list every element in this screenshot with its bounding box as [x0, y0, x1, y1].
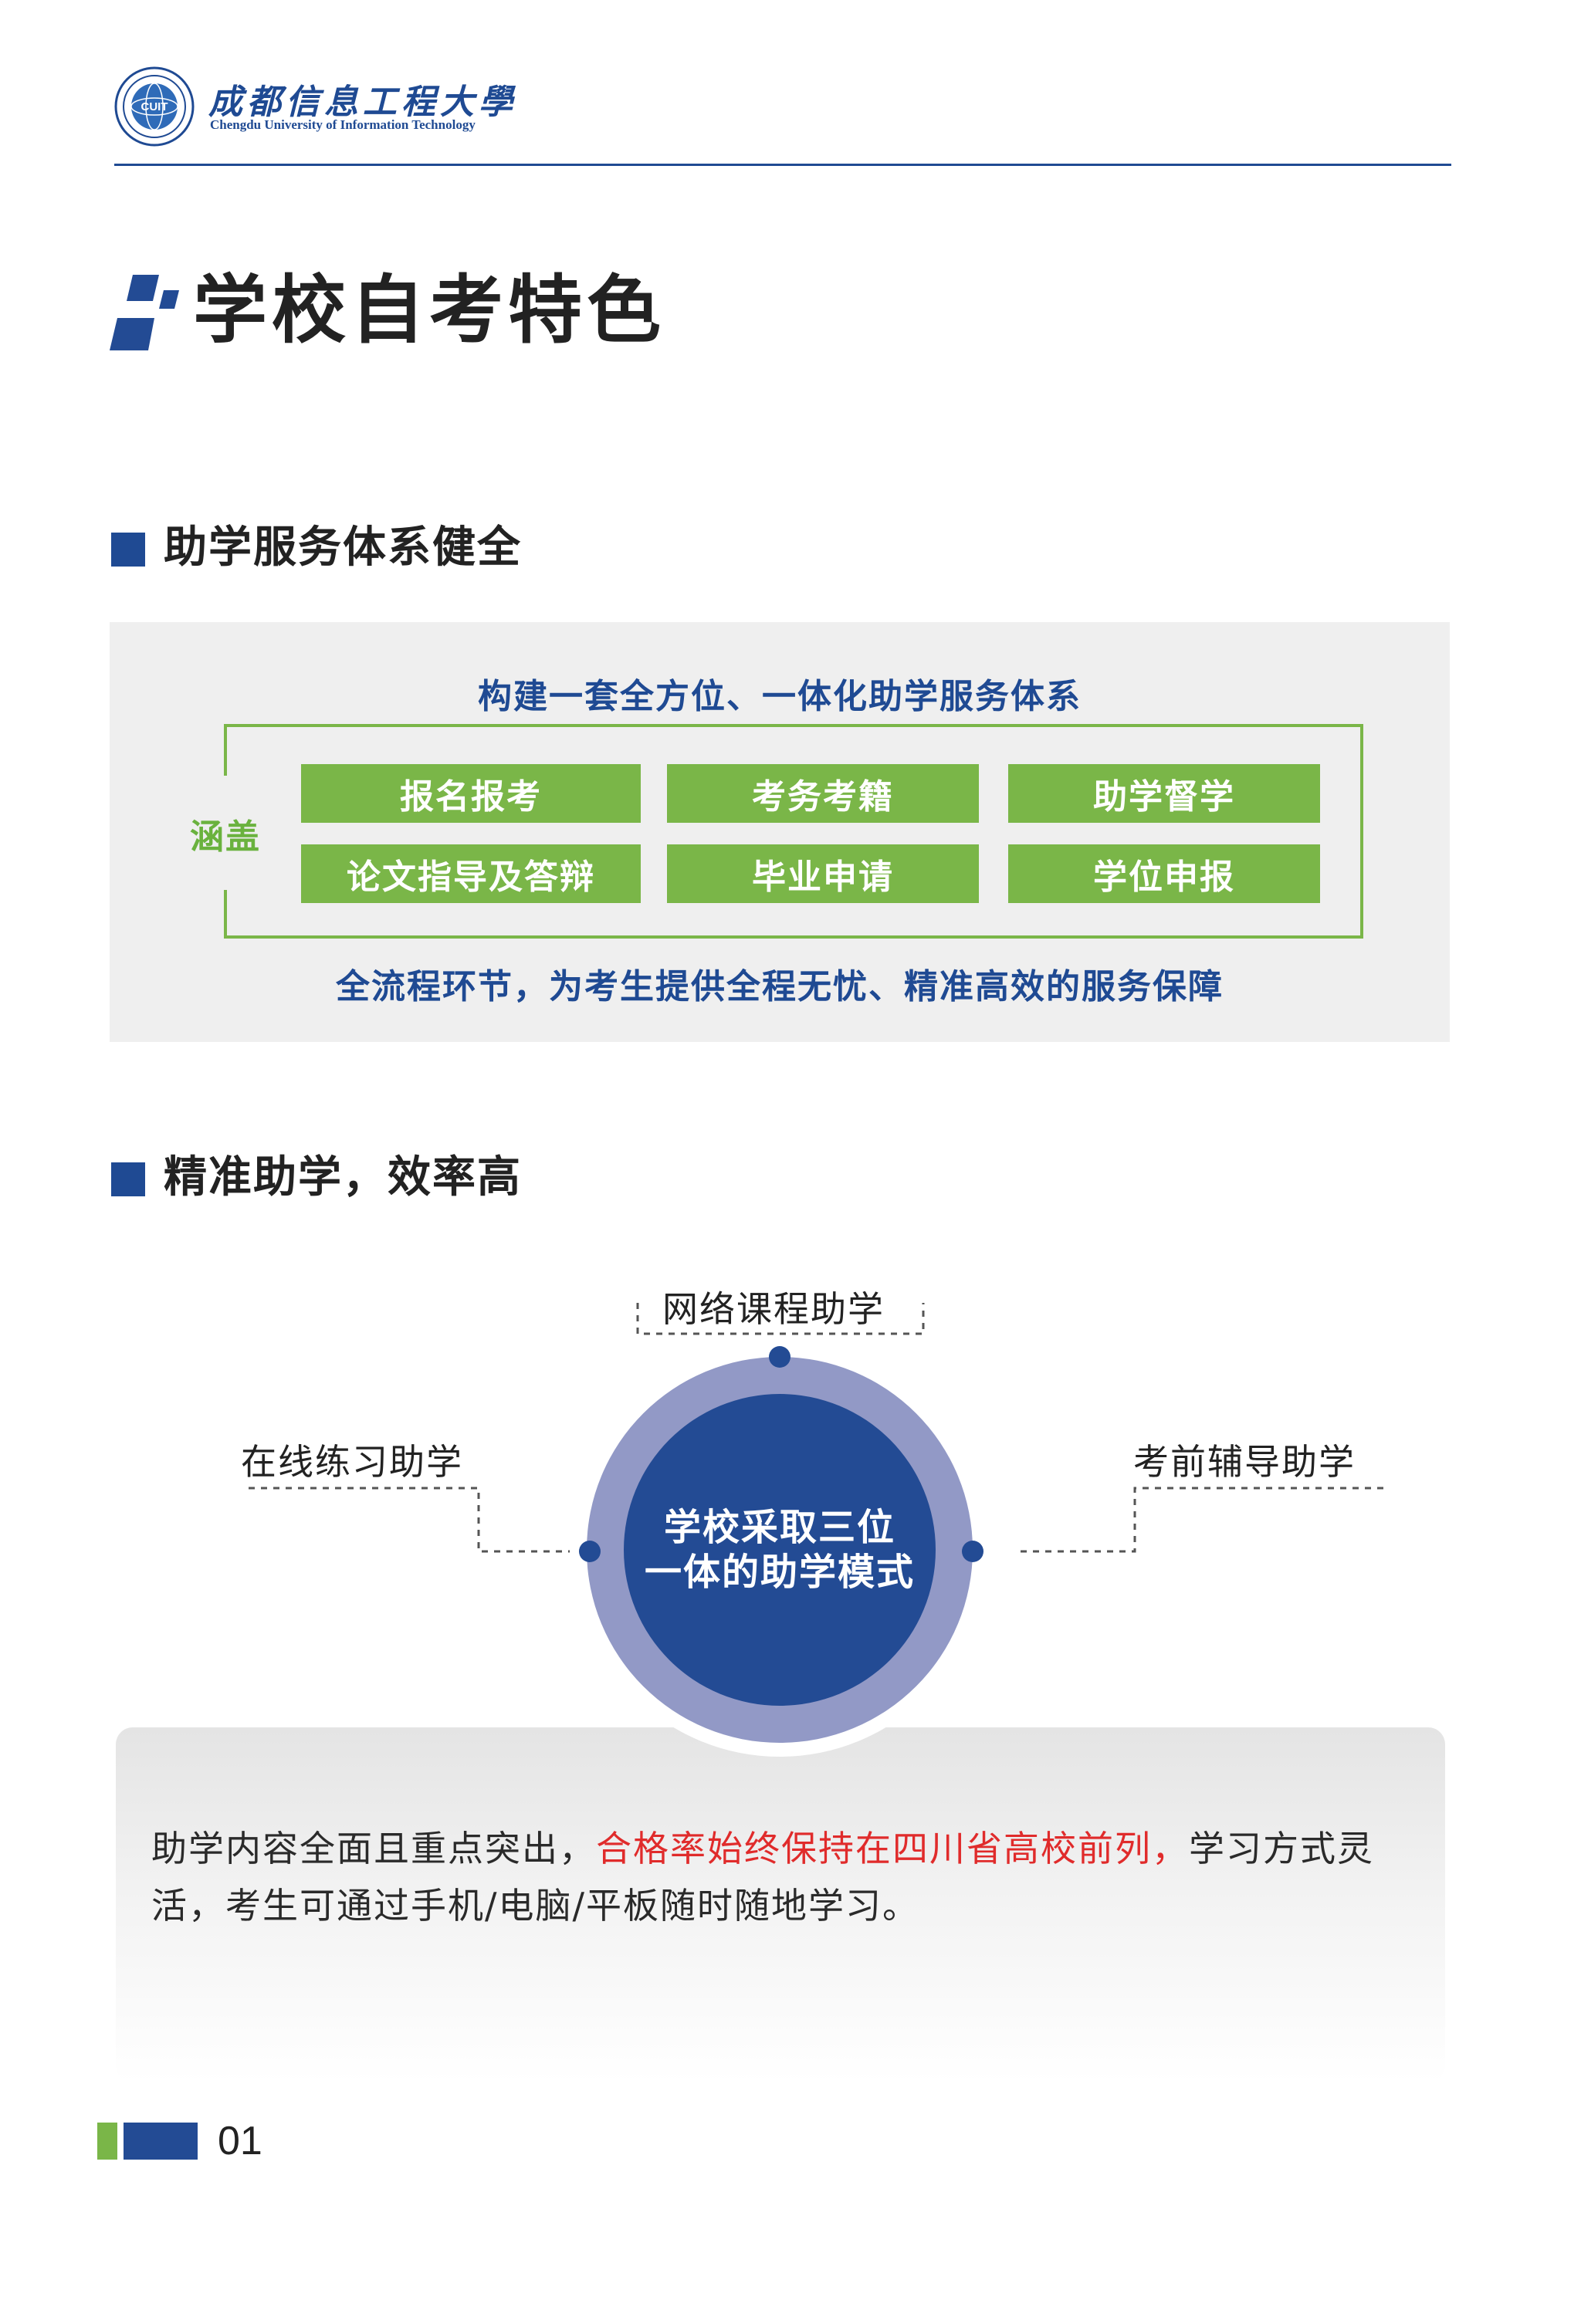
page-title: 学校自考特色 — [193, 267, 665, 354]
service-item: 考务考籍 — [667, 764, 979, 823]
frame-gap — [185, 776, 270, 890]
node-pre-exam-tutoring: 考前辅导助学 — [1133, 1441, 1356, 1483]
title-decoration-icon — [110, 275, 179, 350]
university-name-en: Chengdu University of Information Techno… — [210, 117, 476, 132]
section-heading-service: 助学服务体系健全 — [164, 523, 522, 573]
center-text: 学校采取三位 一体的助学模式 — [624, 1505, 936, 1595]
footer-green-bar — [97, 2123, 117, 2160]
panel-heading: 构建一套全方位、一体化助学服务体系 — [478, 677, 1082, 716]
header-divider — [114, 164, 1451, 166]
coverage-label: 涵盖 — [190, 817, 261, 857]
page-number: 01 — [218, 2119, 262, 2163]
seal-text: CUIT — [141, 100, 168, 113]
ring-dot-top — [769, 1346, 790, 1368]
university-seal-logo: CUIT — [114, 66, 195, 147]
ring-dot-left — [579, 1541, 601, 1562]
description-card — [116, 1727, 1445, 2082]
section-heading-precision: 精准助学，效率高 — [164, 1152, 522, 1203]
service-item: 学位申报 — [1008, 844, 1320, 903]
description-part1: 助学内容全面且重点突出， — [151, 1828, 596, 1869]
footer-blue-bar — [124, 2123, 198, 2160]
service-item: 助学督学 — [1008, 764, 1320, 823]
ring-dot-right — [962, 1541, 983, 1562]
university-name-cn: 成都信息工程大學 — [208, 83, 517, 122]
center-text-line1: 学校采取三位 — [663, 1506, 895, 1549]
service-item: 论文指导及答辩 — [301, 844, 641, 903]
section-marker — [111, 533, 145, 567]
service-item: 毕业申请 — [667, 844, 979, 903]
service-panel — [110, 622, 1450, 1042]
section-marker — [111, 1162, 145, 1196]
node-online-practice: 在线练习助学 — [241, 1441, 463, 1483]
inner-circle — [624, 1394, 936, 1706]
description-part2: 学习方式灵活，考生可通过手机/电脑/平板随时随地学习。 — [151, 1828, 1374, 1927]
service-item: 报名报考 — [301, 764, 641, 823]
panel-footer-text: 全流程环节，为考生提供全程无忧、精准高效的服务保障 — [336, 967, 1224, 1006]
description-text: 助学内容全面且重点突出，合格率始终保持在四川省高校前列，学习方式灵活，考生可通过… — [151, 1820, 1417, 1934]
description-highlight: 合格率始终保持在四川省高校前列， — [596, 1828, 1189, 1869]
node-online-course: 网络课程助学 — [662, 1288, 885, 1330]
center-text-line2: 一体的助学模式 — [644, 1551, 915, 1594]
